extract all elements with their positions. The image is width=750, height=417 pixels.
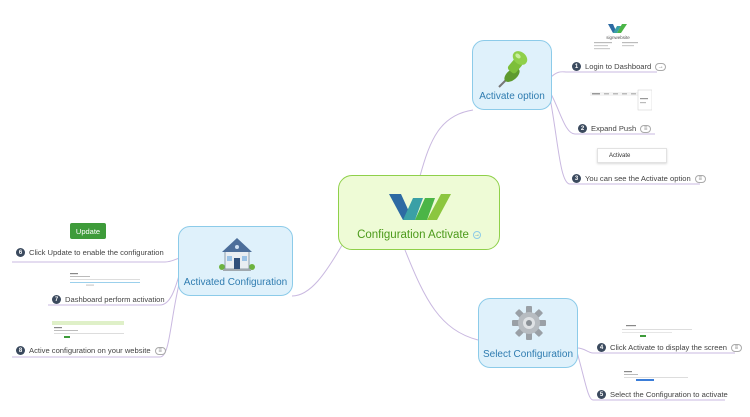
screenshot-expand-push xyxy=(590,88,653,120)
login-thumbnail-image: signwebsite xyxy=(594,24,638,50)
step-text: You can see the Activate option xyxy=(585,174,691,183)
note-icon[interactable]: ≡ xyxy=(694,174,706,183)
screenshot-dashboard-activation xyxy=(66,270,142,290)
connector-leaf-5 xyxy=(576,351,725,401)
connector-leaf-1 xyxy=(549,71,657,79)
step-number: 2 xyxy=(578,124,587,133)
screenshot-active-configuration xyxy=(50,319,126,341)
step-number: 3 xyxy=(572,174,581,183)
topic-activated-configuration-label: Activated Configuration xyxy=(183,277,288,288)
step-see-activate-option[interactable]: 3 You can see the Activate option ≡ xyxy=(572,174,706,183)
click-activate-thumbnail-image xyxy=(622,325,692,337)
connector-center-activated xyxy=(291,239,346,297)
update-button-thumbnail: Update xyxy=(70,223,106,239)
step-login-dashboard[interactable]: 1 Login to Dashboard → xyxy=(572,62,667,71)
step-expand-push[interactable]: 2 Expand Push ≡ xyxy=(578,124,652,133)
step-number: 6 xyxy=(16,248,25,257)
connector-center-activate xyxy=(419,109,474,177)
topic-select-configuration-label: Select Configuration xyxy=(482,349,574,360)
dashboard-activation-thumbnail-image xyxy=(70,273,140,286)
step-number: 1 xyxy=(572,62,581,71)
screenshot-login-dashboard: signwebsite xyxy=(588,18,648,56)
connector-leaf-4 xyxy=(576,347,735,354)
step-number: 5 xyxy=(597,390,606,399)
logo-icon xyxy=(389,194,451,220)
step-text: Click Activate to display the screen xyxy=(610,343,727,352)
step-text: Dashboard perform activation xyxy=(65,295,165,304)
step-text: Click Update to enable the configuration xyxy=(29,248,164,257)
link-arrow-icon[interactable]: → xyxy=(472,230,481,239)
house-icon xyxy=(219,238,255,271)
screenshot-click-activate xyxy=(620,323,694,341)
note-icon[interactable]: ≡ xyxy=(730,343,742,352)
select-configuration-thumbnail-image xyxy=(624,371,688,381)
step-active-configuration[interactable]: 8 Active configuration on your website ≡ xyxy=(16,346,166,355)
step-click-activate[interactable]: 4 Click Activate to display the screen ≡ xyxy=(597,343,742,352)
central-topic[interactable]: Configuration Activate→ xyxy=(338,175,500,250)
step-number: 4 xyxy=(597,343,606,352)
step-dashboard-activation[interactable]: 7 Dashboard perform activation xyxy=(52,295,165,304)
step-number: 7 xyxy=(52,295,61,304)
topic-select-configuration[interactable]: Select Configuration xyxy=(478,298,578,368)
step-number: 8 xyxy=(16,346,25,355)
step-text: Active configuration on your website xyxy=(29,346,151,355)
active-configuration-thumbnail-image xyxy=(52,321,124,338)
step-text: Select the Configuration to activate xyxy=(610,390,728,399)
note-icon[interactable]: ≡ xyxy=(154,346,166,355)
connector-center-select xyxy=(404,249,479,341)
topic-activate-option[interactable]: Activate option xyxy=(472,40,552,110)
activate-thumbnail-label: Activate xyxy=(609,152,631,159)
expand-push-thumbnail-image xyxy=(590,89,653,111)
link-arrow-icon[interactable]: → xyxy=(655,62,667,71)
step-select-configuration[interactable]: 5 Select the Configuration to activate xyxy=(597,390,728,399)
thumbnail-logo-text: signwebsite xyxy=(606,35,630,40)
connector-leaf-3 xyxy=(549,97,700,185)
topic-activate-option-label: Activate option xyxy=(479,91,545,102)
step-text: Login to Dashboard xyxy=(585,62,652,71)
central-topic-label: Configuration Activate→ xyxy=(357,229,481,241)
connector-leaf-2 xyxy=(549,91,655,135)
connector-leaf-8 xyxy=(12,279,181,358)
topic-activated-configuration[interactable]: Activated Configuration xyxy=(178,226,293,296)
step-click-update[interactable]: 6 Click Update to enable the configurati… xyxy=(16,248,164,257)
note-icon[interactable]: ≡ xyxy=(640,124,652,133)
screenshot-activate-option: Activate xyxy=(597,148,667,163)
screenshot-select-configuration xyxy=(620,369,692,385)
step-text: Expand Push xyxy=(591,124,637,133)
gear-icon xyxy=(512,306,546,340)
pushpin-icon xyxy=(498,51,528,88)
connector-leaf-6 xyxy=(12,257,181,263)
